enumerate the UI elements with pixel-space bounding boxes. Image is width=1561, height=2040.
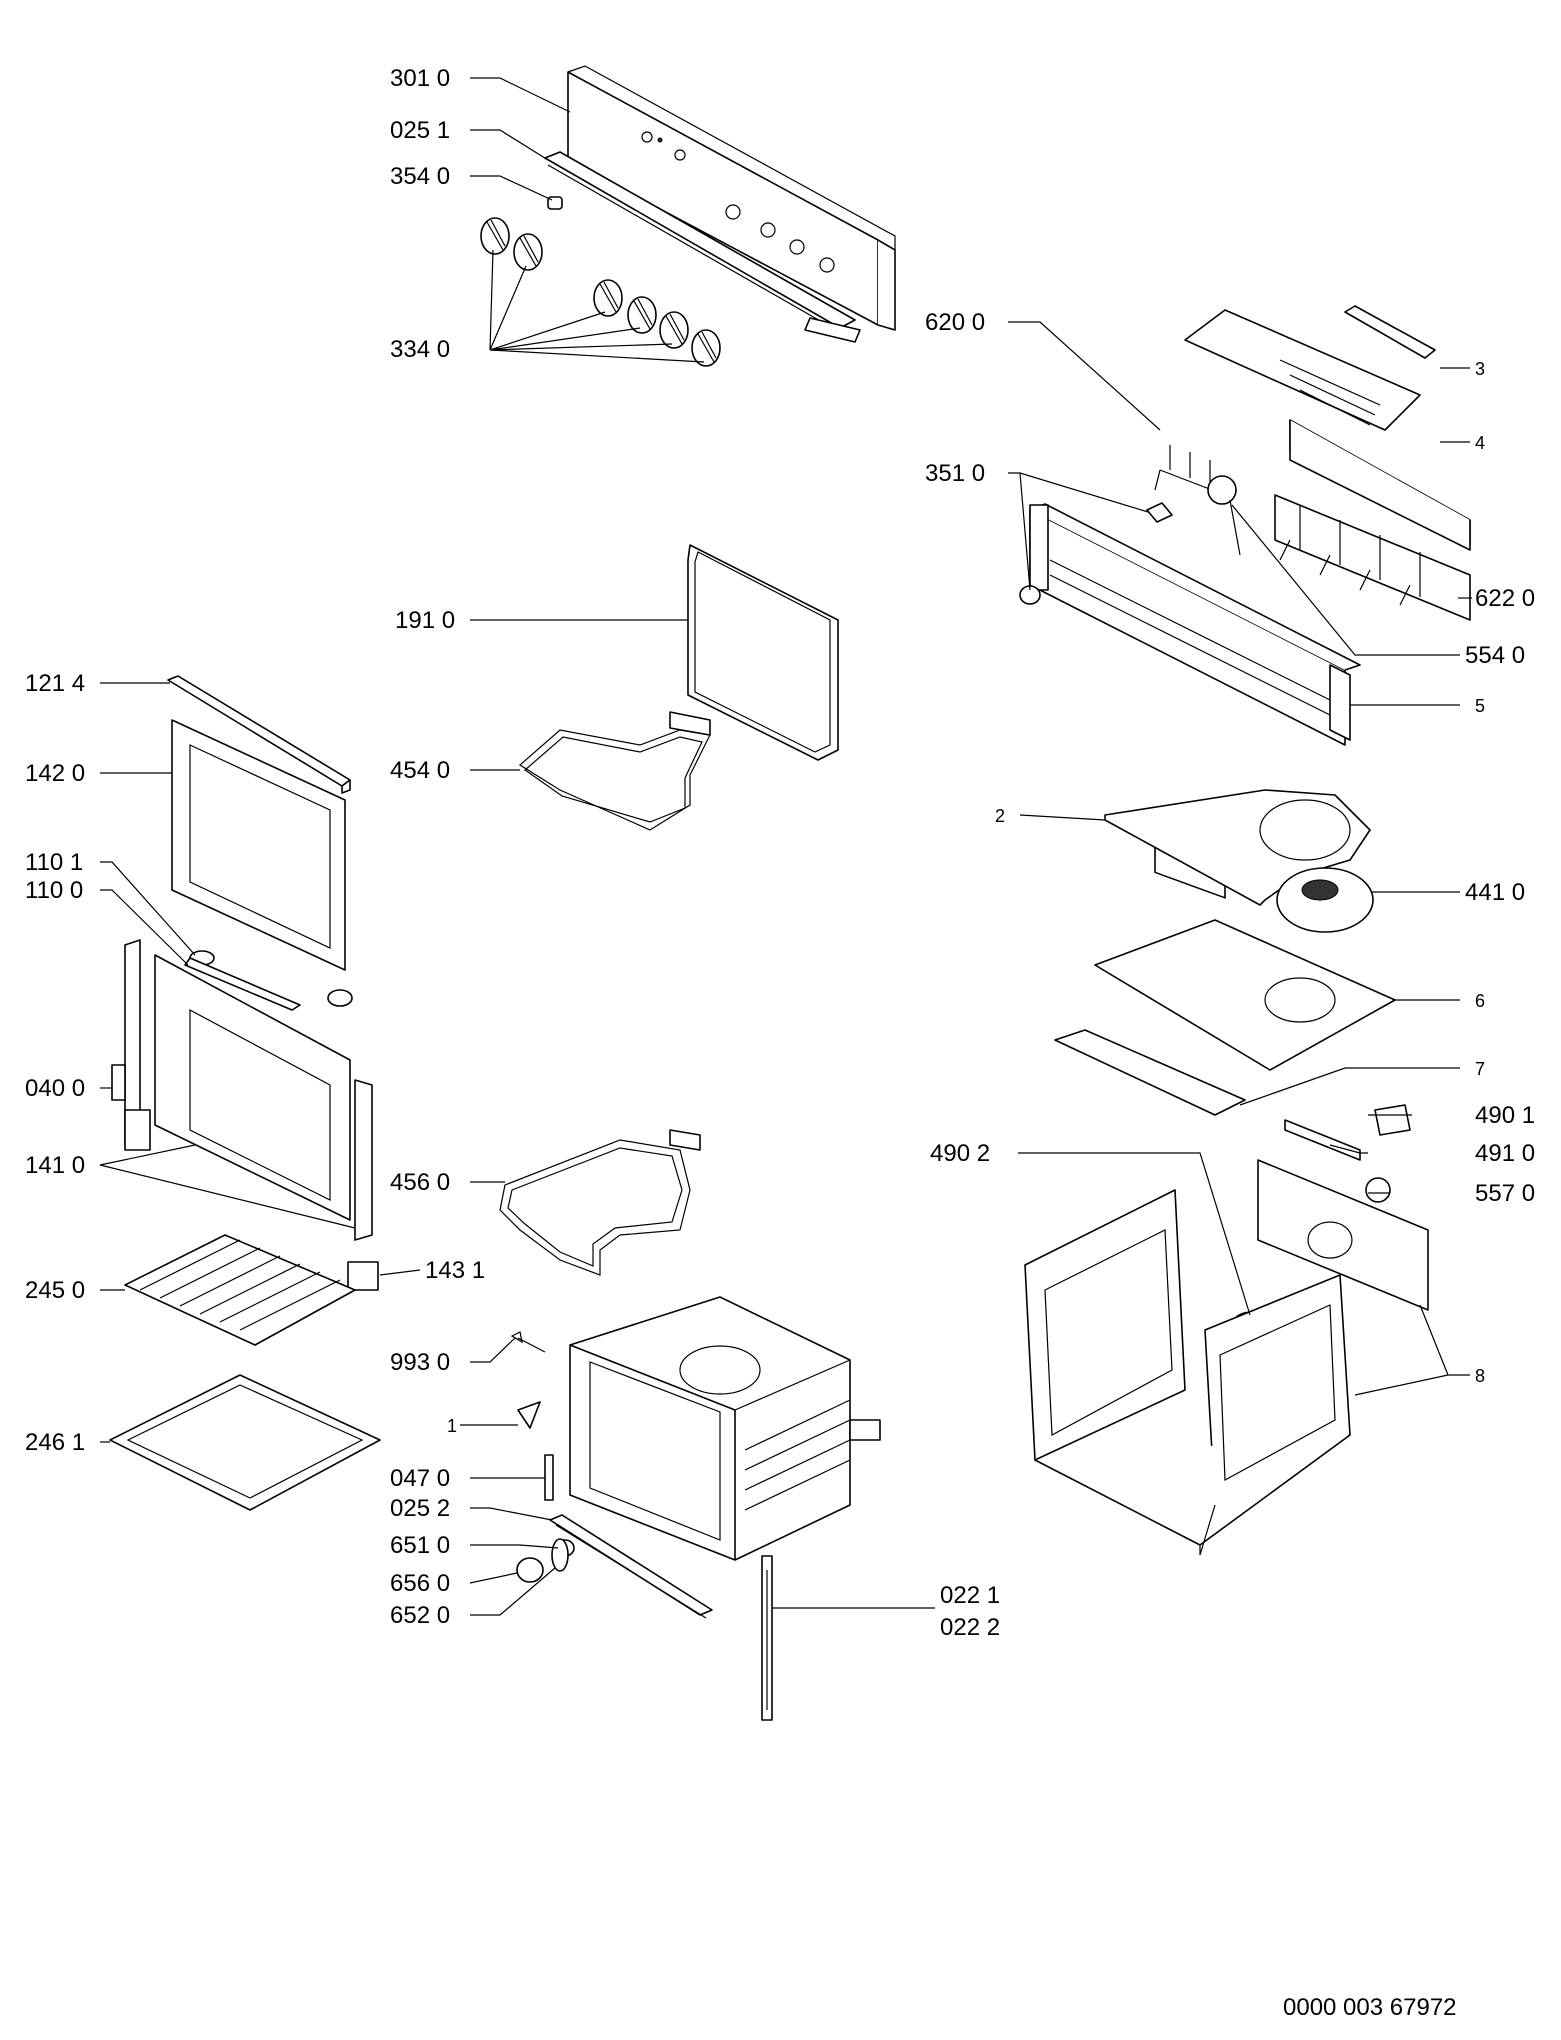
label-5: 5: [1475, 696, 1485, 716]
rear-baffle-part: [1094, 919, 1396, 1071]
vertical-rail-part: [761, 1555, 773, 1721]
hinge-part: [111, 1064, 126, 1101]
label-121-4: 121 4: [25, 670, 85, 697]
document-code: 0000 003 67972: [1283, 1994, 1457, 2021]
label-652-0: 652 0: [390, 1602, 450, 1629]
label-141-0: 141 0: [25, 1152, 85, 1179]
label-354-0: 354 0: [390, 163, 450, 190]
label-334-0: 334 0: [390, 336, 450, 363]
label-022-2: 022 2: [940, 1614, 1000, 1641]
upper-heater-part: [518, 711, 711, 831]
label-110-1: 110 1: [25, 849, 83, 876]
label-2: 2: [995, 806, 1005, 826]
label-491-0: 491 0: [1475, 1140, 1535, 1167]
switch-block-part: [1274, 494, 1471, 621]
knob-set-part: [480, 217, 721, 367]
front-frame-part: [1019, 503, 1361, 746]
label-301-0: 301 0: [390, 65, 450, 92]
label-7: 7: [1475, 1059, 1485, 1079]
door-bracket-part: [347, 1261, 379, 1291]
thermostat-part: [1146, 475, 1241, 556]
label-3: 3: [1475, 359, 1485, 379]
thermal-fuse-part: [1365, 1177, 1391, 1203]
label-245-0: 245 0: [25, 1277, 85, 1304]
label-656-0: 656 0: [390, 1570, 450, 1597]
baking-tray-part: [109, 1374, 381, 1511]
baffle-strip-part: [1054, 1029, 1246, 1116]
label-040-0: 040 0: [25, 1075, 85, 1102]
part-labels: 301 0 025 1 354 0 334 0 620 0 3 4 351 0 …: [25, 65, 1535, 2021]
control-panel-part: [567, 65, 896, 331]
label-454-0: 454 0: [390, 757, 450, 784]
label-191-0: 191 0: [395, 607, 455, 634]
terminal-strip-part: [1284, 1119, 1361, 1161]
label-620-0: 620 0: [925, 309, 985, 336]
upper-rail-part: [544, 151, 861, 343]
label-993-0: 993 0: [390, 1349, 450, 1376]
label-441-0: 441 0: [1465, 879, 1525, 906]
label-490-1: 490 1: [1475, 1102, 1535, 1129]
label-025-2: 025 2: [390, 1495, 450, 1522]
label-557-0: 557 0: [1475, 1180, 1535, 1207]
side-strip-part: [544, 1454, 554, 1501]
top-bracket-part: [1184, 305, 1471, 551]
door-handle-part: [184, 950, 353, 1011]
label-490-2: 490 2: [930, 1140, 990, 1167]
lower-heater-part: [499, 1129, 701, 1276]
label-456-0: 456 0: [390, 1169, 450, 1196]
label-143-1: 143 1: [425, 1257, 485, 1284]
screw-part: [510, 1331, 546, 1353]
rear-panel-part: [1257, 1159, 1429, 1311]
label-025-1: 025 1: [390, 117, 450, 144]
lower-rail-part: [549, 1514, 713, 1619]
label-554-0: 554 0: [1465, 642, 1525, 669]
fan-part: [1276, 867, 1374, 933]
outer-glass-part: [171, 719, 346, 971]
label-1: 1: [447, 1416, 457, 1436]
wire-rack-part: [124, 1234, 356, 1346]
leader-lines: [99, 77, 1472, 1616]
label-022-1: 022 1: [940, 1582, 1000, 1609]
label-6: 6: [1475, 991, 1485, 1011]
door-top-trim-part: [167, 675, 351, 794]
label-246-1: 246 1: [25, 1429, 85, 1456]
label-047-0: 047 0: [390, 1465, 450, 1492]
label-651-0: 651 0: [390, 1532, 450, 1559]
label-622-0: 622 0: [1475, 585, 1535, 612]
oven-cavity-part: [569, 1296, 881, 1561]
label-8: 8: [1475, 1366, 1485, 1386]
label-142-0: 142 0: [25, 760, 85, 787]
lamp-assembly-part: [516, 1538, 575, 1583]
housing-part: [1024, 1189, 1351, 1556]
switch-490-1-part: [1374, 1104, 1411, 1136]
latch-part: [517, 1401, 541, 1429]
label-4: 4: [1475, 433, 1485, 453]
door-seal-part: [687, 544, 839, 761]
label-110-0: 110 0: [25, 877, 83, 904]
label-351-0: 351 0: [925, 460, 985, 487]
